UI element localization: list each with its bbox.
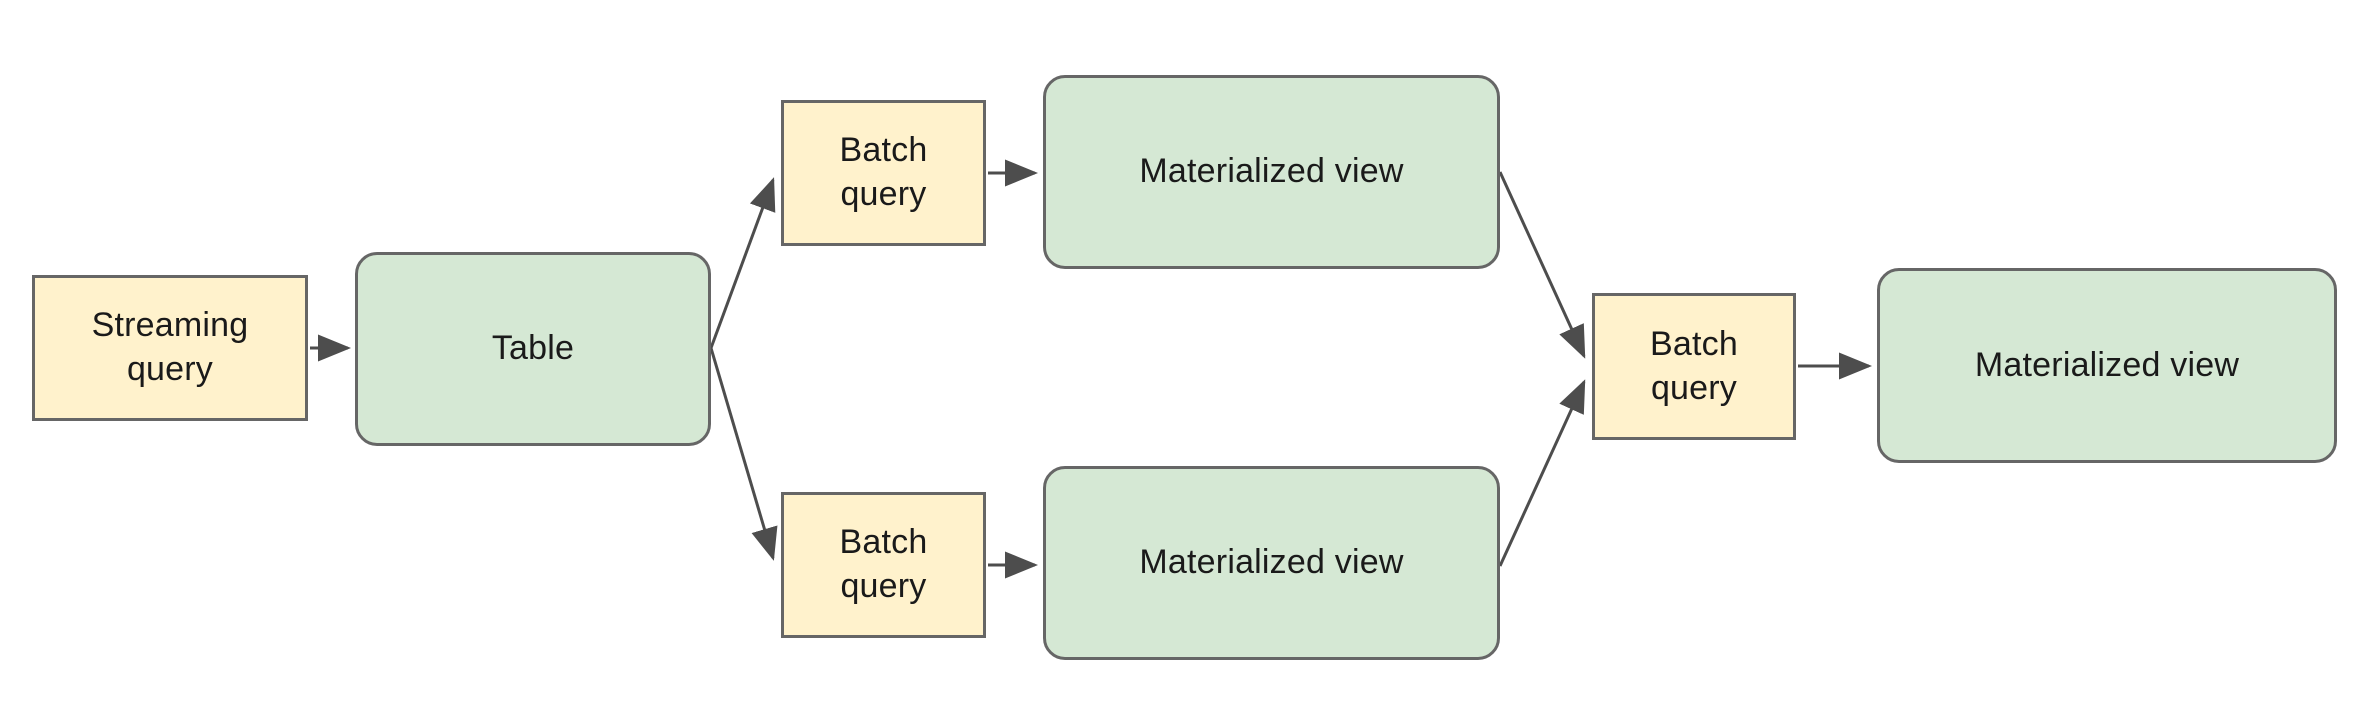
edge-table-to-batch-query-bottom — [709, 347, 778, 561]
edge-materialized-view-top-to-batch-query-merge — [1498, 171, 1586, 359]
node-table[interactable]: Table — [355, 252, 711, 446]
node-label-table: Table — [491, 329, 575, 368]
node-label-materialized-view-bottom: Materialized view — [1139, 543, 1404, 582]
node-streaming-query[interactable]: Streaming query — [32, 275, 308, 421]
node-materialized-view-final[interactable]: Materialized view — [1877, 268, 2337, 463]
node-materialized-view-bottom[interactable]: Materialized view — [1043, 466, 1500, 660]
node-batch-query-top[interactable]: Batch query — [781, 100, 986, 246]
node-label-materialized-view-top: Materialized view — [1139, 152, 1404, 191]
node-label-materialized-view-final: Materialized view — [1974, 345, 2240, 384]
edge-materialized-view-bottom-to-batch-query-merge — [1498, 379, 1586, 567]
edge-table-to-batch-query-top — [709, 177, 776, 349]
node-batch-query-merge[interactable]: Batch query — [1592, 293, 1796, 440]
node-label-streaming-query: Streaming query — [91, 306, 249, 388]
node-label-batch-query-merge: Batch query — [1650, 324, 1738, 407]
node-batch-query-bottom[interactable]: Batch query — [781, 492, 986, 638]
node-label-batch-query-bottom: Batch query — [839, 523, 928, 605]
node-label-batch-query-top: Batch query — [839, 131, 928, 213]
node-materialized-view-top[interactable]: Materialized view — [1043, 75, 1500, 269]
